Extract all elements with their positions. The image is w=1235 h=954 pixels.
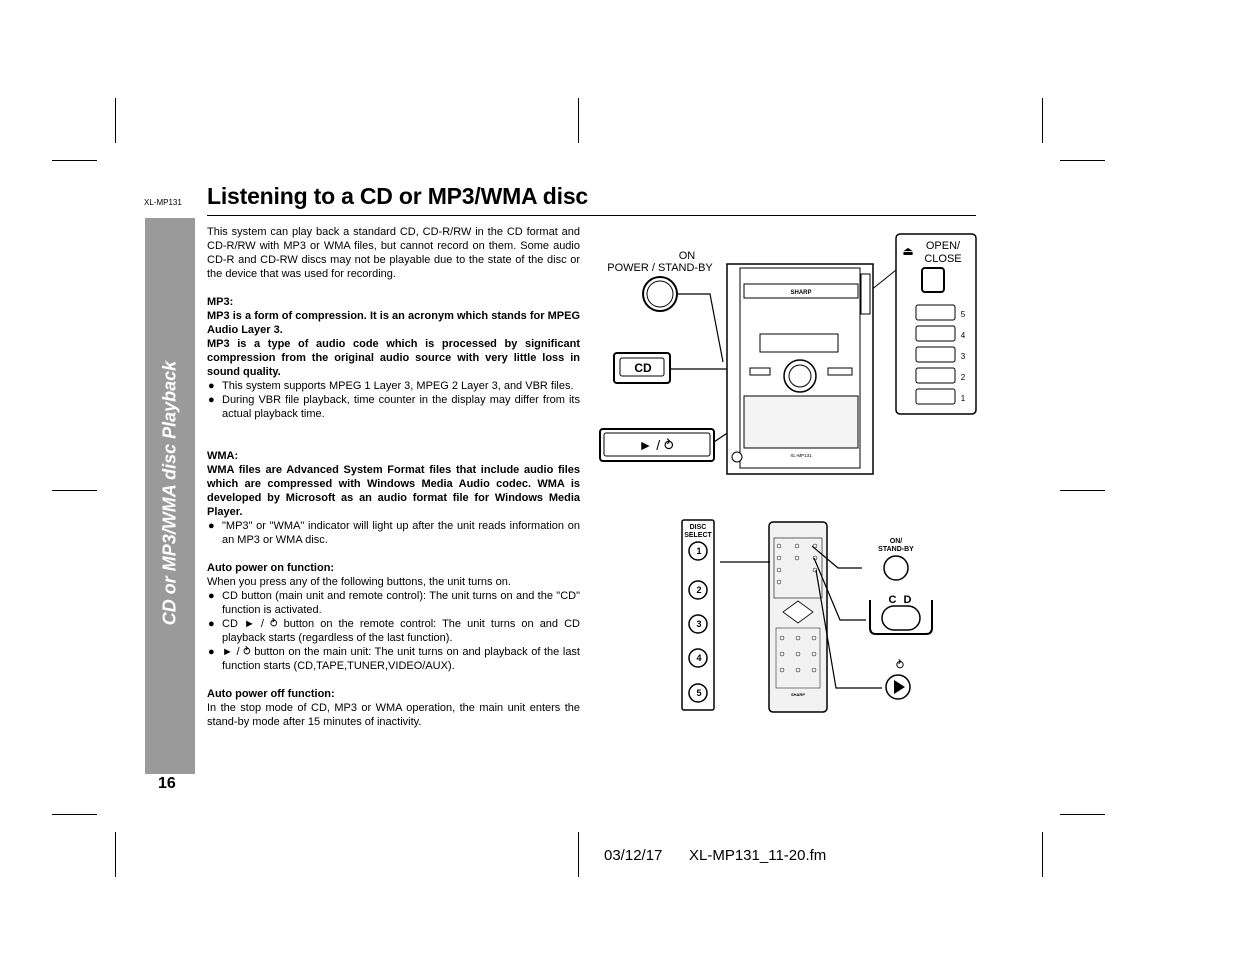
- remote-on-standby-button[interactable]: [883, 555, 909, 581]
- open-close-label-bottom: CLOSE: [924, 253, 961, 265]
- auto-on-heading: Auto power on function:: [207, 562, 335, 574]
- disc-number: 3: [696, 619, 701, 629]
- auto-off-heading: Auto power off function:: [207, 688, 335, 700]
- title-rule: [207, 215, 976, 216]
- footer-date: 03/12/17: [604, 847, 663, 864]
- eject-icon: ⏏: [902, 244, 913, 258]
- open-close-label-top: OPEN/: [926, 240, 961, 252]
- mp3-heading: MP3:: [207, 296, 234, 308]
- crop-mark: [578, 832, 579, 877]
- power-button[interactable]: [642, 276, 678, 312]
- power-label: POWER / STAND-BY: [607, 262, 713, 274]
- list-item: ●During VBR file playback, time counter …: [208, 394, 580, 420]
- crop-mark: [115, 98, 116, 143]
- remote-brand: SHARP: [791, 692, 805, 697]
- list-item: ●CD button (main unit and remote control…: [208, 590, 580, 616]
- remote-body: SHARP: [768, 521, 828, 713]
- wma-heading: WMA:: [207, 450, 239, 462]
- remote-cd-button[interactable]: [869, 600, 933, 635]
- unit-brand: SHARP: [790, 290, 811, 296]
- tray-number: 2: [961, 373, 966, 382]
- open-close-button[interactable]: [921, 267, 945, 293]
- on-standby-label-bottom: STAND-BY: [878, 546, 914, 553]
- auto-on-intro: When you press any of the following butt…: [207, 576, 511, 588]
- unit-model-label: XL-MP131: [790, 453, 812, 458]
- list-item: ●CD ► / ⥁ button on the remote control: …: [208, 618, 580, 644]
- crop-mark: [1060, 160, 1105, 161]
- model-label: XL-MP131: [144, 198, 182, 207]
- crop-mark: [1042, 98, 1043, 143]
- disc-number: 1: [696, 546, 701, 556]
- on-standby-label-top: ON/: [890, 538, 903, 545]
- cd-button-label: CD: [634, 361, 652, 375]
- leader-line: [677, 293, 724, 363]
- list-item: ●► / ⥁ button on the main unit: The unit…: [208, 646, 580, 672]
- disc-4-button[interactable]: [688, 648, 708, 668]
- disc-1-button[interactable]: [688, 541, 708, 561]
- tray-number: 5: [961, 310, 966, 319]
- crop-mark: [578, 98, 579, 143]
- disc-number: 5: [696, 688, 701, 698]
- disc-number: 2: [696, 585, 701, 595]
- crop-mark: [52, 160, 97, 161]
- disc-number: 4: [696, 653, 701, 663]
- wma-description: WMA files are Advanced System Format fil…: [207, 464, 580, 518]
- mp3-description: MP3 is a type of audio code which is pro…: [207, 338, 580, 378]
- section-title: CD or MP3/WMA disc Playback: [159, 360, 180, 626]
- section-sidebar: [145, 218, 195, 774]
- tray-number: 3: [961, 352, 966, 361]
- crop-mark: [1060, 814, 1105, 815]
- leader-line: [811, 545, 862, 569]
- disc-select-label-top: DISC: [690, 524, 707, 531]
- power-label-top: ON: [679, 250, 696, 262]
- play-repeat-button[interactable]: [599, 428, 715, 462]
- remote-play-button[interactable]: [885, 674, 911, 700]
- main-unit-body: SHARP XL-MP131: [726, 263, 874, 475]
- disc-5-button[interactable]: [688, 683, 708, 703]
- page-title: Listening to a CD or MP3/WMA disc: [207, 183, 589, 209]
- crop-mark: [1060, 490, 1105, 491]
- tray-button-4[interactable]: [915, 325, 956, 342]
- tray-button-5[interactable]: [915, 304, 956, 321]
- tray-number: 1: [961, 394, 966, 403]
- tray-button-1[interactable]: [915, 388, 956, 405]
- tray-button-3[interactable]: [915, 346, 956, 363]
- disc-select-label-bottom: SELECT: [684, 532, 712, 539]
- remote-control-figure: DISC SELECT 1 2 3 4 5 SHARP: [681, 519, 933, 713]
- intro-paragraph: This system can play back a standard CD,…: [207, 226, 580, 280]
- tray-number: 4: [961, 331, 966, 340]
- footer-filename: XL-MP131_11-20.fm: [689, 847, 827, 864]
- play-button-label: ► / ⥁: [638, 437, 674, 453]
- leader-line: [813, 557, 866, 621]
- cd-button[interactable]: [613, 352, 671, 384]
- disc-2-button[interactable]: [688, 580, 708, 600]
- crop-mark: [1042, 832, 1043, 877]
- list-item: ●"MP3" or "WMA" indicator will light up …: [208, 520, 580, 546]
- list-item: ●This system supports MPEG 1 Layer 3, MP…: [208, 380, 574, 392]
- tray-button-2[interactable]: [915, 367, 956, 384]
- crop-mark: [52, 490, 97, 491]
- auto-off-text: In the stop mode of CD, MP3 or WMA opera…: [207, 702, 580, 728]
- remote-cd-label: C D: [889, 594, 914, 606]
- main-unit-figure: ON POWER / STAND-BY CD ► / ⥁ SHARP XL-MP…: [599, 233, 977, 475]
- mp3-definition: MP3 is a form of compression. It is an a…: [207, 310, 580, 336]
- crop-mark: [115, 832, 116, 877]
- repeat-icon: ⥁: [896, 658, 904, 672]
- leader-line: [815, 569, 882, 689]
- disc-3-button[interactable]: [688, 614, 708, 634]
- body-text: This system can play back a standard CD,…: [207, 225, 580, 729]
- crop-mark: [52, 814, 97, 815]
- page-number: 16: [158, 775, 176, 792]
